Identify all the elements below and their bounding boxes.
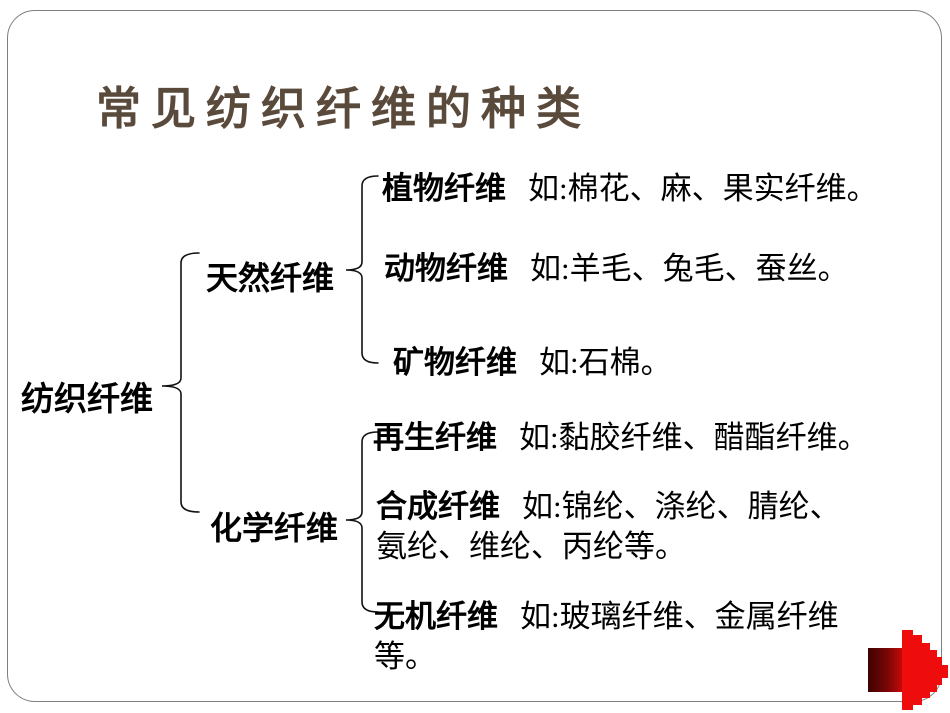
node-chemical-fiber: 化学纤维 [210, 510, 339, 546]
leaf-label: 植物纤维 [382, 171, 506, 206]
leaf-desc: 如:羊毛、兔毛、蚕丝。 [530, 251, 849, 286]
node-natural-fiber: 天然纤维 [206, 260, 335, 296]
leaf-row-synthetic-fiber: 合成纤维如:锦纶、涤纶、腈纶、 氨纶、维纶、丙纶等。 [376, 487, 950, 567]
leaf-desc-line2: 氨纶、维纶、丙纶等。 [376, 529, 686, 564]
leaf-row-animal-fiber: 动物纤维如:羊毛、兔毛、蚕丝。 [384, 249, 950, 289]
leaf-desc: 如:黏胶纤维、醋酯纤维。 [519, 420, 869, 455]
leaf-label: 无机纤维 [374, 599, 498, 634]
next-slide-arrow[interactable] [860, 622, 950, 713]
leaf-desc: 如:玻璃纤维、金属纤维 [520, 599, 839, 634]
leaf-label: 合成纤维 [376, 489, 500, 524]
leaf-row-plant-fiber: 植物纤维如:棉花、麻、果实纤维。 [382, 169, 950, 209]
leaf-desc: 如:石棉。 [539, 345, 672, 380]
leaf-label: 动物纤维 [384, 251, 508, 286]
leaf-desc: 如:棉花、麻、果实纤维。 [528, 171, 878, 206]
leaf-row-regenerated-fiber: 再生纤维如:黏胶纤维、醋酯纤维。 [373, 418, 950, 458]
node-textile-fiber: 纺织纤维 [21, 382, 153, 418]
red-right-arrow-icon [868, 630, 948, 710]
leaf-row-inorganic-fiber: 无机纤维如:玻璃纤维、金属纤维 等。 [374, 597, 950, 677]
leaf-label: 矿物纤维 [393, 345, 517, 380]
leaf-desc-line2: 等。 [374, 639, 436, 674]
leaf-label: 再生纤维 [373, 420, 497, 455]
leaf-desc: 如:锦纶、涤纶、腈纶、 [522, 489, 841, 524]
leaf-row-mineral-fiber: 矿物纤维如:石棉。 [393, 343, 950, 383]
page-title: 常见纺织纤维的种类 [96, 84, 592, 134]
